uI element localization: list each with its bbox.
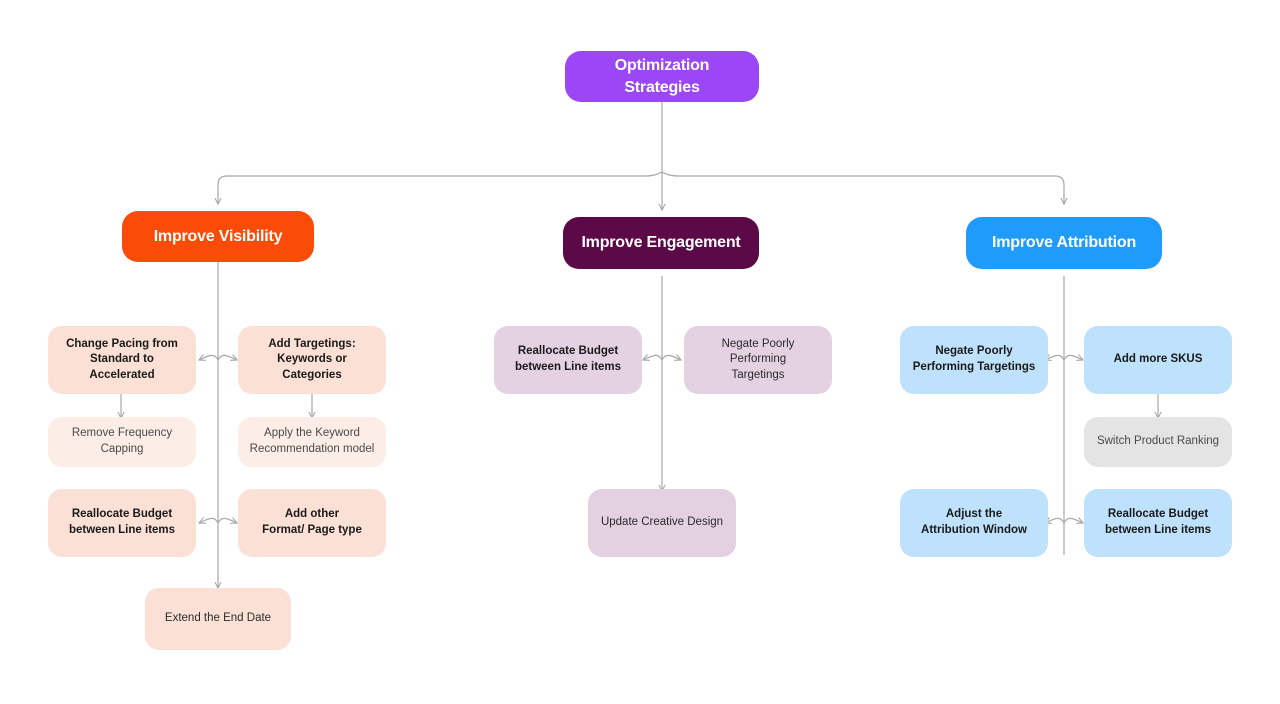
leaf-label: Add Targetings: Keywords or Categories [268,337,356,381]
leaf-label: Negate Poorly Performing Targetings [721,337,795,381]
leaf-node-extend-end-date[interactable]: Extend the End Date [145,588,291,650]
root-node-optimization-strategies[interactable]: Optimization Strategies [565,51,759,102]
leaf-node-apply-keyword-recommendation[interactable]: Apply the Keyword Recommendation model [238,417,386,467]
leaf-node-negate-poorly-performing-attribution[interactable]: Negate Poorly Performing Targetings [900,326,1048,394]
leaf-node-remove-frequency-capping[interactable]: Remove Frequency Capping [48,417,196,467]
leaf-node-add-targetings[interactable]: Add Targetings: Keywords or Categories [238,326,386,394]
leaf-label: Update Creative Design [600,516,724,529]
leaf-node-add-more-skus[interactable]: Add more SKUS [1084,326,1232,394]
leaf-label: Extend the End Date [164,612,272,625]
leaf-label: Change Pacing from Standard to Accelerat… [66,337,178,381]
branch-node-improve-engagement[interactable]: Improve Engagement [563,217,759,269]
leaf-node-reallocate-budget-attribution[interactable]: Reallocate Budget between Line items [1084,489,1232,557]
leaf-node-update-creative-design[interactable]: Update Creative Design [588,489,736,557]
leaf-node-add-other-format[interactable]: Add other Format/ Page type [238,489,386,557]
leaf-label: Negate Poorly Performing Targetings [912,345,1036,373]
branch-label-engagement: Improve Engagement [581,234,741,252]
leaf-node-reallocate-budget-visibility[interactable]: Reallocate Budget between Line items [48,489,196,557]
leaf-node-switch-product-ranking[interactable]: Switch Product Ranking [1084,417,1232,467]
leaf-node-change-pacing[interactable]: Change Pacing from Standard to Accelerat… [48,326,196,394]
leaf-node-reallocate-budget-engagement[interactable]: Reallocate Budget between Line items [494,326,642,394]
leaf-label: Adjust the Attribution Window [921,508,1027,536]
leaf-label: Add other Format/ Page type [262,508,362,536]
branch-node-improve-attribution[interactable]: Improve Attribution [966,217,1162,269]
branch-node-improve-visibility[interactable]: Improve Visibility [122,211,314,262]
leaf-node-adjust-attribution-window[interactable]: Adjust the Attribution Window [900,489,1048,557]
branch-label-attribution: Improve Attribution [991,234,1137,252]
leaf-label: Apply the Keyword Recommendation model [249,427,375,455]
leaf-label: Add more SKUS [1113,353,1203,366]
leaf-label: Reallocate Budget between Line items [68,508,176,536]
root-node-label: Optimization Strategies [614,56,710,96]
leaf-node-negate-poorly-performing-engagement[interactable]: Negate Poorly Performing Targetings [684,326,832,394]
leaf-label: Switch Product Ranking [1096,435,1220,448]
leaf-label: Reallocate Budget between Line items [514,345,622,373]
leaf-label: Remove Frequency Capping [71,427,173,455]
branch-label-visibility: Improve Visibility [153,227,283,245]
leaf-label: Reallocate Budget between Line items [1104,508,1212,536]
